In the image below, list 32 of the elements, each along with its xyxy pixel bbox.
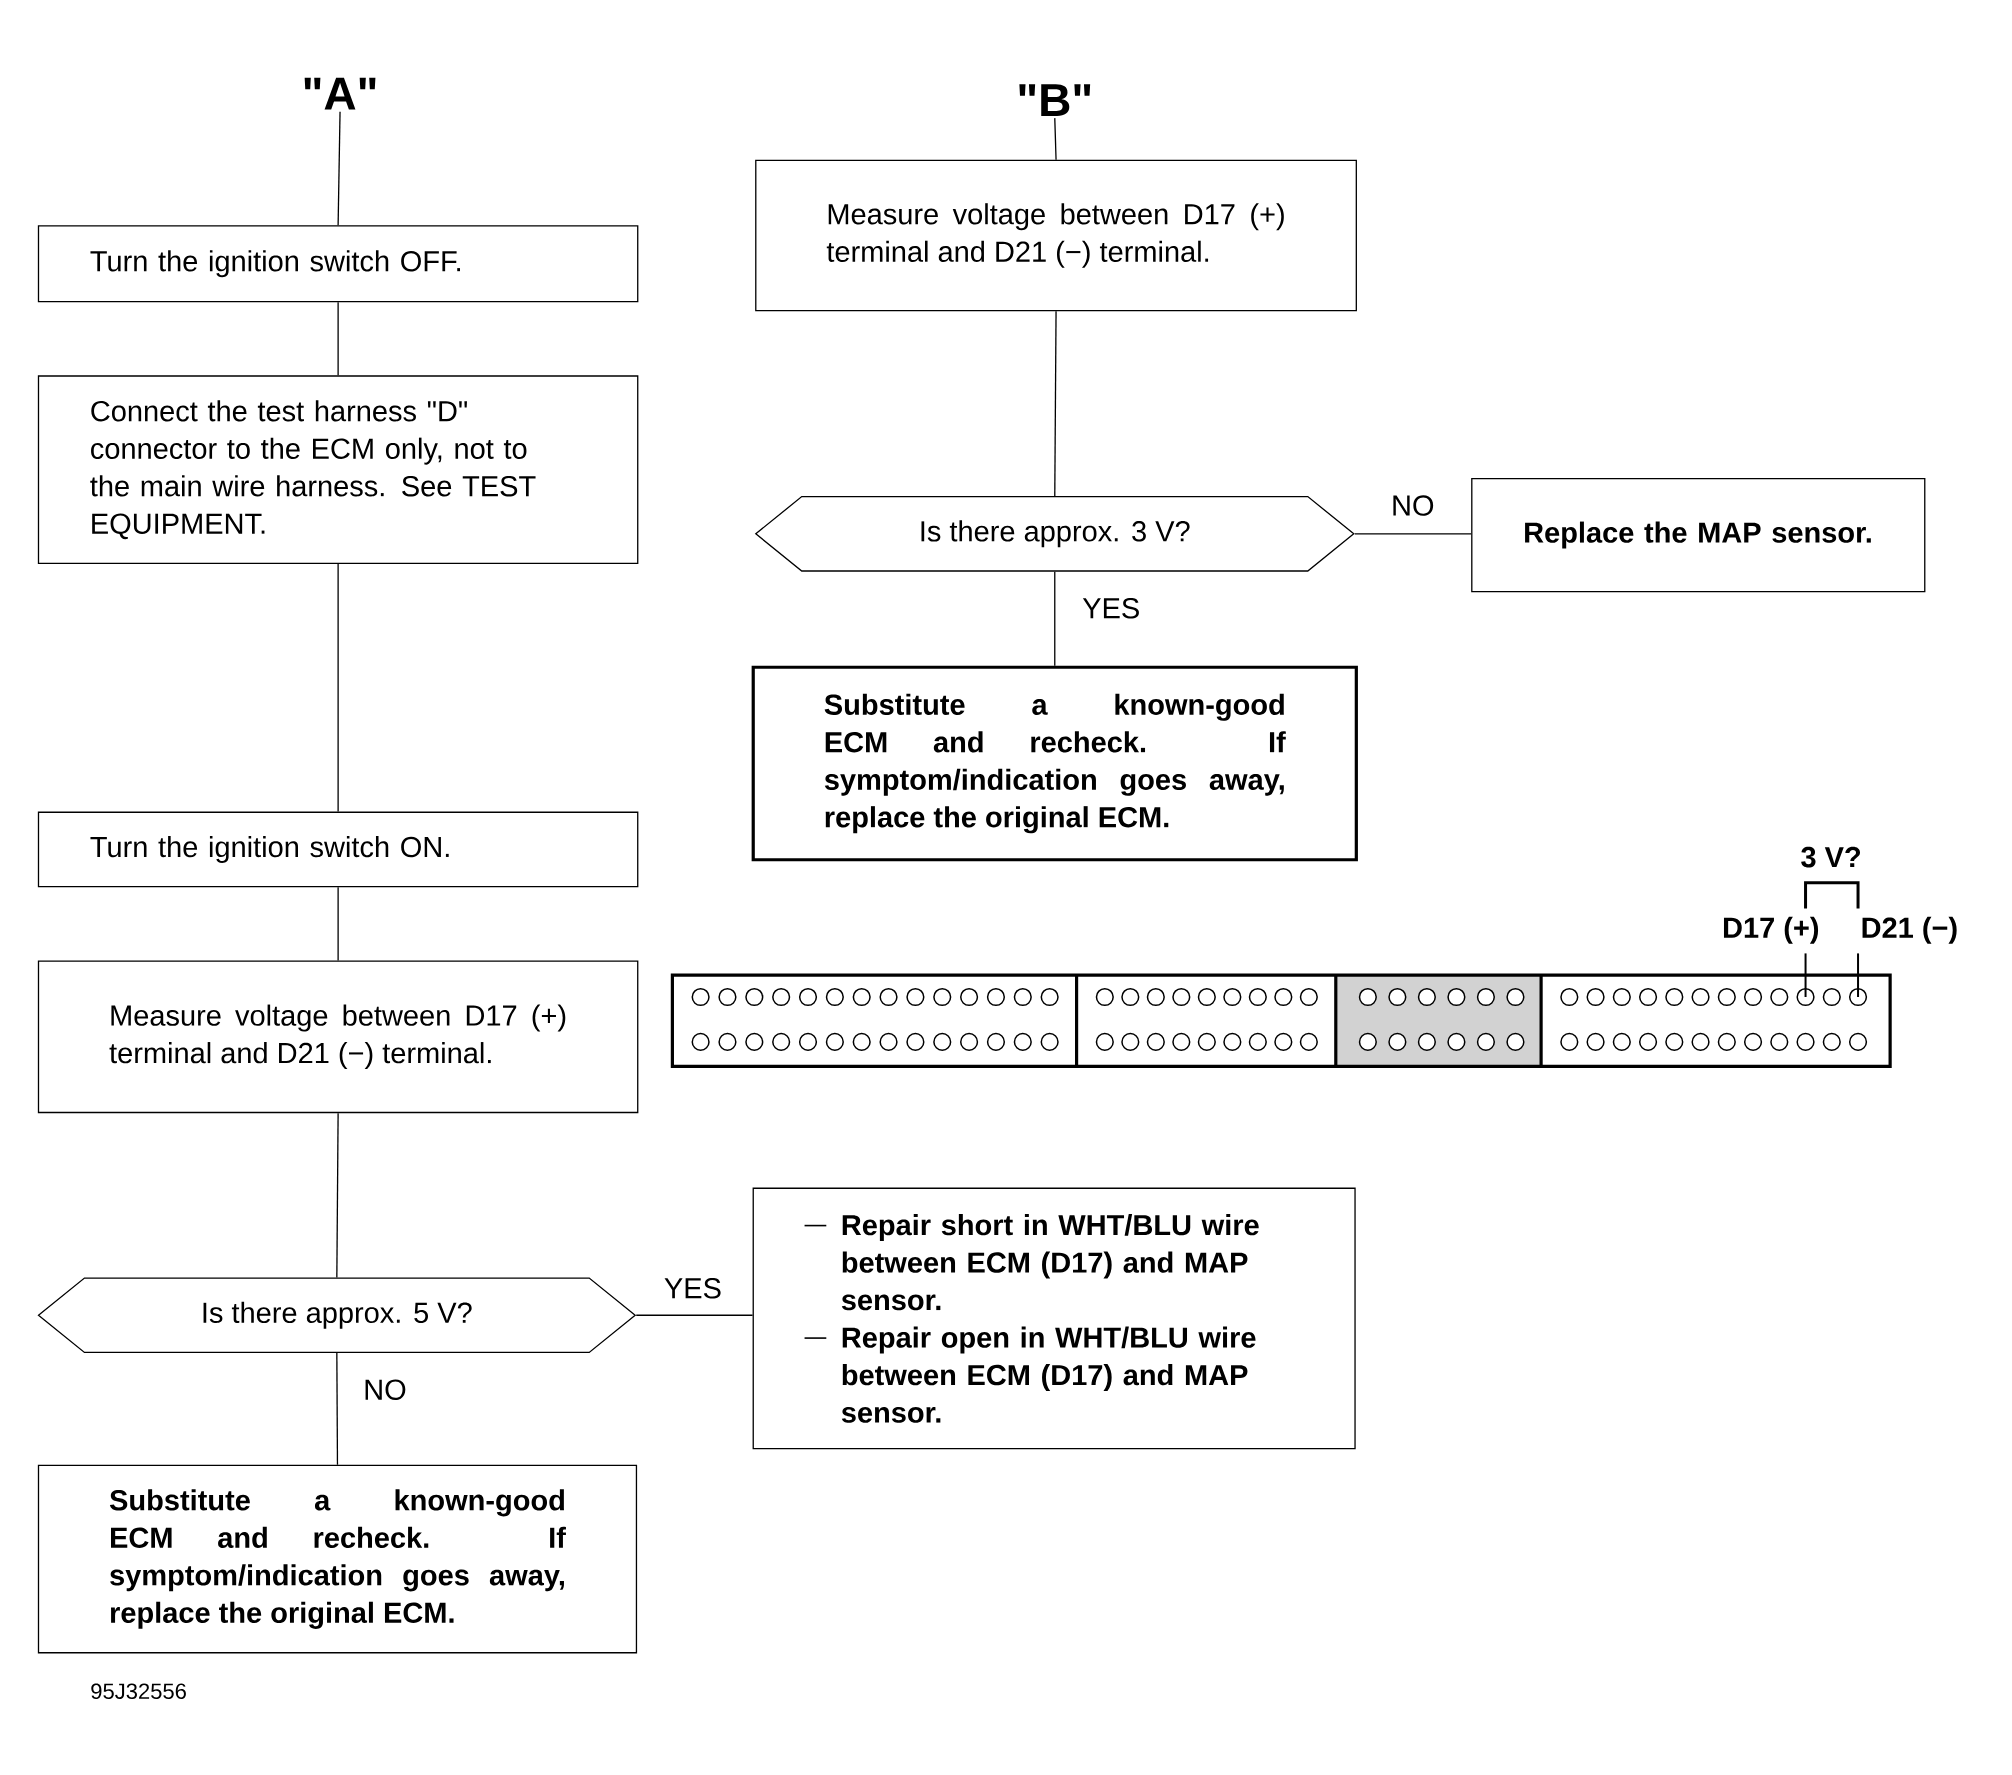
- connector-line: [336, 1352, 339, 1466]
- process-box: Substitute a known-good ECM and recheck. If symptom/indication goes away, replace the original ECM.: [37, 1464, 638, 1654]
- edge-label: YES: [1081, 597, 1142, 620]
- process-box: Connect the test harness "D" connector to the ECM only, not to the main wire harness. See TEST EQUIPMENT.: [37, 375, 639, 565]
- process-box: Measure voltage between D17 (+) terminal and D21 (−) terminal.: [37, 960, 639, 1114]
- pin-label: D17 (+): [1724, 916, 1819, 944]
- edge-label: YES: [662, 1277, 723, 1300]
- process-box: Measure voltage between D17 (+) terminal and D21 (−) terminal.: [755, 159, 1357, 312]
- connector-line: [337, 111, 341, 226]
- edge-label: NO: [362, 1378, 408, 1402]
- pin-label: 3 V?: [1801, 847, 1860, 868]
- process-box: Substitute a known-good ECM and recheck. If symptom/indication goes away, replace the original ECM.: [751, 665, 1358, 862]
- process-box: Turn the ignition switch ON.: [37, 811, 639, 888]
- connector-line: [337, 886, 339, 962]
- connector-line: [336, 1112, 339, 1279]
- process-box: Repair short in WHT/BLU wire between ECM (D17) and MAP sensor. Repair open in WHT/BLU wire between ECM (D17) and MAP sensor.: [752, 1187, 1356, 1450]
- connector-line: [1054, 117, 1057, 161]
- connector-line: [337, 563, 339, 813]
- connector-line: [1054, 310, 1057, 497]
- edge-label: NO: [1390, 494, 1436, 518]
- step-heading: "B": [1019, 84, 1091, 117]
- decision-hexagon: Is there approx. 5 V?: [37, 1277, 637, 1354]
- connector-line: [1054, 571, 1056, 667]
- process-box: Turn the ignition switch OFF.: [37, 225, 639, 303]
- step-heading: "A": [304, 78, 376, 110]
- pin-label: D21 (−): [1862, 916, 1957, 944]
- decision-hexagon: Is there approx. 3 V?: [754, 496, 1355, 572]
- connector-line: [337, 301, 339, 377]
- connector-line: [1354, 533, 1472, 535]
- figure-number: 95J32556: [91, 1683, 186, 1700]
- connector-line: [635, 1314, 754, 1317]
- process-box: Replace the MAP sensor.: [1471, 478, 1926, 593]
